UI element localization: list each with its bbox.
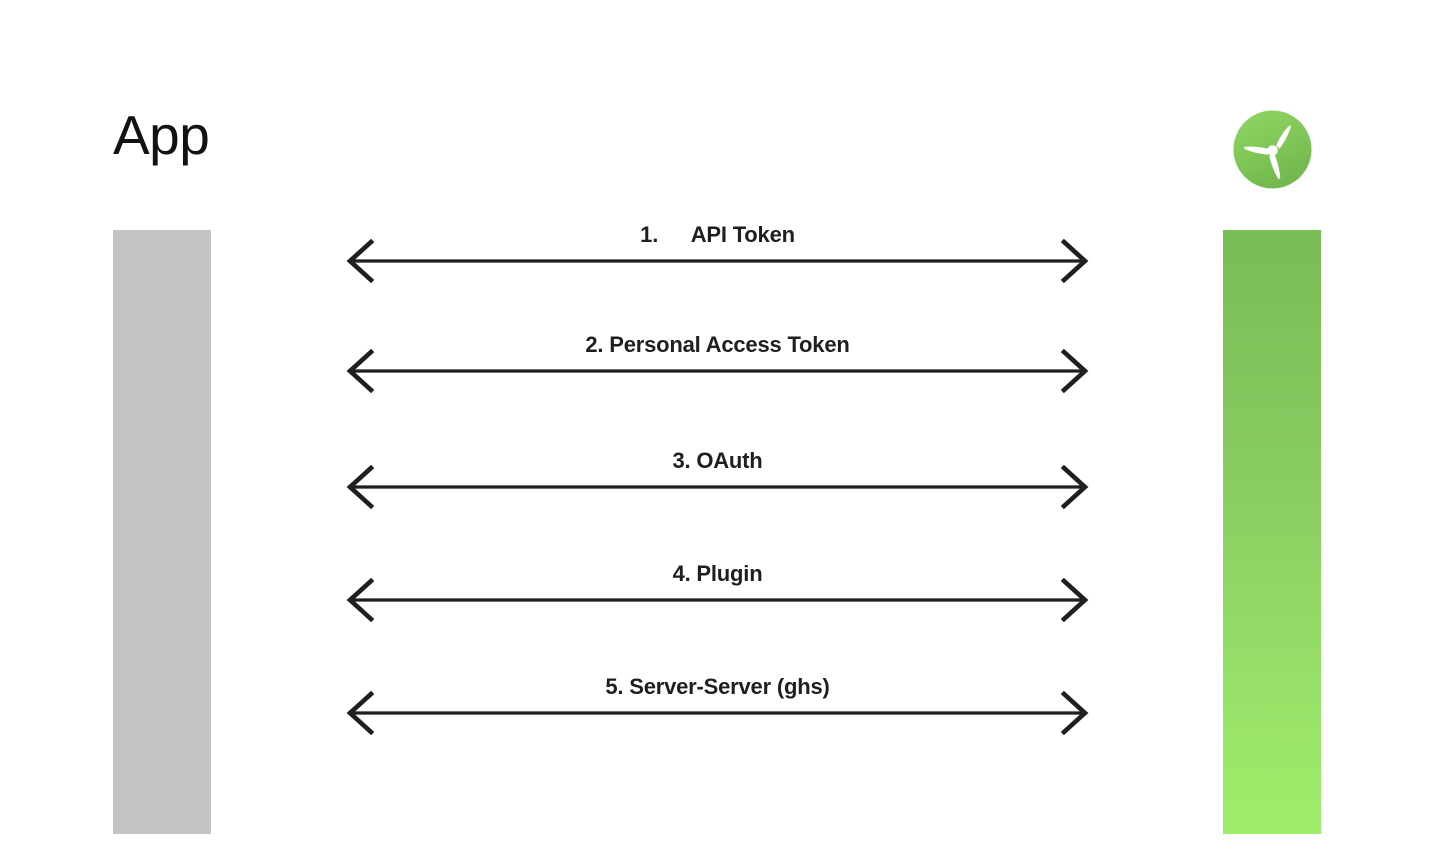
message-label: 2. Personal Access Token	[585, 331, 850, 357]
message-label: 5. Server-Server (ghs)	[605, 673, 830, 699]
bidirectional-arrow-icon	[346, 578, 1089, 622]
turbine-logo-icon	[1232, 109, 1313, 190]
message-label: 1. API Token	[640, 221, 795, 247]
lifeline-service	[1223, 230, 1321, 834]
bidirectional-arrow-icon	[346, 349, 1089, 393]
page-title: App	[113, 104, 210, 166]
bidirectional-arrow-icon	[346, 239, 1089, 283]
message-label: 4. Plugin	[672, 560, 763, 586]
lifeline-app	[113, 230, 211, 834]
message-label: 3. OAuth	[672, 447, 763, 473]
bidirectional-arrow-icon	[346, 465, 1089, 509]
bidirectional-arrow-icon	[346, 691, 1089, 735]
